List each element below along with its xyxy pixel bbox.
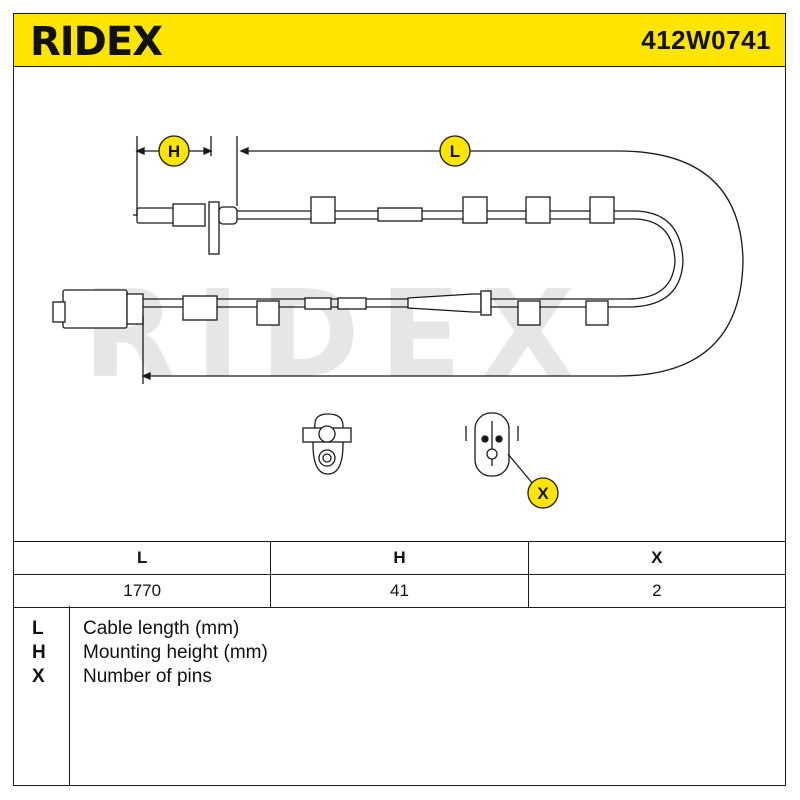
clip-6	[517, 300, 541, 326]
connector-body	[62, 289, 128, 329]
legend-desc-h: Mounting height (mm)	[83, 642, 268, 663]
logo-text: RIDEX	[30, 20, 163, 62]
sensor-collar	[218, 206, 238, 225]
legend-key-x: X	[32, 666, 45, 687]
sleeve-1	[377, 207, 423, 222]
connector-latch	[52, 301, 66, 323]
marker-x: X	[527, 477, 559, 509]
cable-boot	[182, 295, 218, 321]
legend-divider	[69, 606, 70, 785]
sleeve-2	[304, 297, 332, 310]
clip-3	[525, 196, 551, 224]
grommet-collar	[480, 290, 492, 316]
spec-value-l: 1770	[12, 574, 272, 608]
ridex-logo: RIDEX	[30, 20, 164, 62]
legend-desc-x: Number of pins	[83, 666, 212, 687]
spec-value-h: 41	[270, 574, 529, 608]
spec-header-l: L	[12, 541, 272, 575]
connector-face-1	[302, 413, 352, 475]
spec-table: L H X 1770 41 2	[12, 541, 787, 608]
sensor-cable	[52, 136, 744, 485]
clip-4	[589, 196, 615, 224]
clip-5	[256, 300, 280, 326]
marker-x-label: X	[537, 484, 549, 503]
sleeve-3	[337, 297, 367, 310]
clip-2	[462, 196, 488, 224]
watermark-text: RIDEX	[83, 266, 594, 405]
connector-face-2	[465, 412, 534, 485]
marker-l: L	[439, 135, 471, 167]
header-bar: RIDEX 412W0741	[13, 13, 786, 67]
legend-key-l: L	[32, 618, 44, 639]
marker-h: H	[158, 135, 190, 167]
clip-1	[310, 196, 336, 224]
marker-h-label: H	[168, 142, 180, 161]
clip-7	[585, 300, 609, 326]
spec-header-row: L H X	[12, 541, 787, 575]
spec-value-row: 1770 41 2	[12, 574, 787, 608]
spec-header-h: H	[270, 541, 529, 575]
connector-neck	[126, 293, 144, 325]
legend-desc-l: Cable length (mm)	[83, 618, 240, 639]
grommet	[407, 293, 482, 313]
mounting-flange	[208, 201, 220, 255]
technical-drawing: RIDEX	[52, 135, 744, 509]
sensor-body	[172, 203, 206, 227]
legend: L Cable length (mm) H Mounting height (m…	[13, 606, 786, 786]
legend-key-h: H	[32, 642, 46, 663]
spec-header-x: X	[527, 541, 787, 575]
sensor-tip	[136, 207, 178, 224]
part-number: 412W0741	[641, 25, 771, 55]
spec-value-x: 2	[527, 574, 787, 608]
marker-l-label: L	[450, 142, 460, 161]
